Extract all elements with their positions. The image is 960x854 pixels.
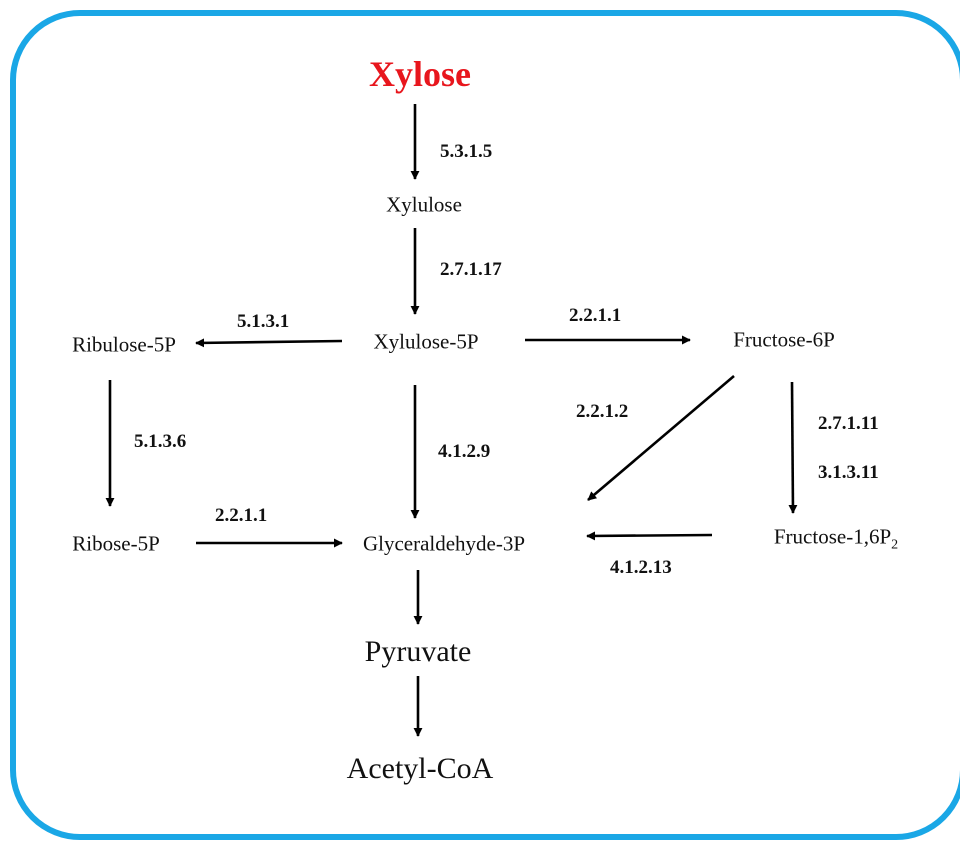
node-fructose-6p: Fructose-6P xyxy=(733,327,835,352)
node-pyruvate: Pyruvate xyxy=(364,635,472,668)
diagram-frame xyxy=(10,10,960,840)
enzyme-label-xylulokinase: 2.7.1.17 xyxy=(440,259,502,280)
fructose-bisphosphate-label: Fructose-1,6P xyxy=(773,524,892,549)
arrow-xylulose-5p-to-ribulose-5p xyxy=(195,338,343,348)
node-fructose-bisphosphate: Fructose-1,6P2 xyxy=(773,524,898,552)
enzyme-label-transketolase-bottom: 2.2.1.1 xyxy=(215,505,268,526)
node-xylulose: Xylulose xyxy=(386,192,462,217)
enzyme-label-aldolase-xylulose: 4.1.2.9 xyxy=(438,441,491,462)
enzyme-label-transaldolase: 2.2.1.2 xyxy=(576,401,629,422)
enzyme-label-phosphofructokinase: 2.7.1.11 xyxy=(818,413,879,434)
arrow-fructose-6p-to-fructose-bisphosphate xyxy=(788,381,798,514)
enzyme-label-fructose-bisphosphate-aldolase: 4.1.2.13 xyxy=(610,557,672,578)
node-acetyl-coa: Acetyl-CoA xyxy=(346,752,494,785)
enzyme-label-fructose-bisphosphatase: 3.1.3.11 xyxy=(818,462,879,483)
arrow-fructose-6p-to-glyceraldehyde-3p xyxy=(587,375,735,501)
node-glyceraldehyde-3p: Glyceraldehyde-3P xyxy=(362,531,526,556)
node-ribose-5p: Ribose-5P xyxy=(72,531,160,556)
fructose-bisphosphate-subscript: 2 xyxy=(891,537,899,553)
enzyme-label-transketolase-top: 2.2.1.1 xyxy=(569,305,622,326)
node-ribulose-5p: Ribulose-5P xyxy=(72,332,176,357)
node-xylose: Xylose xyxy=(369,54,471,94)
enzyme-label-ribulose-epimerase: 5.1.3.1 xyxy=(237,311,290,332)
enzyme-label-xylose-isomerase: 5.3.1.5 xyxy=(440,141,493,162)
arrow-fructose-bisphosphate-to-glyceraldehyde-3p xyxy=(586,531,713,541)
node-xylulose-5p: Xylulose-5P xyxy=(373,329,479,354)
enzyme-label-ribose-isomerase: 5.1.3.6 xyxy=(134,431,187,452)
